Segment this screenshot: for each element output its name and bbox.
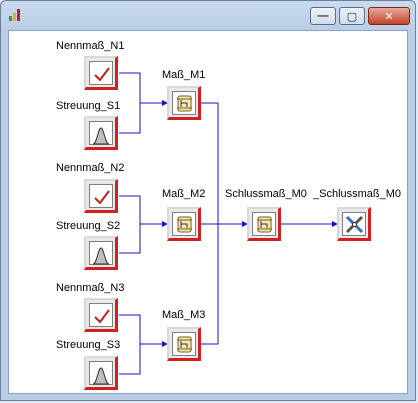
output-schlussmass-m0-node[interactable]: [337, 207, 371, 241]
formula-scroll-icon: [177, 95, 192, 112]
distribution-icon: [92, 247, 110, 265]
streuung-s3-node[interactable]: [84, 356, 118, 390]
node-label-output-schlussmass-m0: _Schlussmaß_M0: [313, 188, 402, 200]
check-icon: [94, 190, 110, 205]
check-icon: [94, 309, 110, 324]
formula-scroll-icon: [257, 216, 272, 233]
check-icon: [94, 67, 110, 82]
app-icon: [9, 9, 23, 21]
maximize-icon: ▢: [346, 10, 358, 23]
nennmass-n3-node[interactable]: [84, 298, 118, 332]
title-bar: — ▢ ✕: [1, 1, 415, 31]
distribution-icon: [92, 127, 110, 145]
diagram-canvas[interactable]: Nennmaß_N1 Streuung_S1 Maß_M1 Nennmaß_N2…: [8, 30, 408, 394]
streuung-s2-node[interactable]: [84, 236, 118, 270]
node-label-mass-m3: Maß_M3: [162, 309, 206, 321]
node-label-mass-m2: Maß_M2: [162, 188, 206, 200]
node-label-streuung-s1: Streuung_S1: [56, 100, 121, 112]
mass-m3-node[interactable]: [167, 327, 201, 361]
maximize-button[interactable]: ▢: [339, 7, 365, 25]
minimize-icon: —: [317, 10, 329, 22]
distribution-icon: [92, 367, 110, 385]
close-button[interactable]: ✕: [368, 7, 410, 25]
node-label-nennmass-n1: Nennmaß_N1: [56, 40, 125, 52]
formula-scroll-icon: [177, 336, 192, 353]
streuung-s1-node[interactable]: [84, 116, 118, 150]
node-label-nennmass-n2: Nennmaß_N2: [56, 162, 125, 174]
nennmass-n2-node[interactable]: [84, 179, 118, 213]
formula-scroll-icon: [177, 216, 192, 233]
schlussmass-m0-node[interactable]: [247, 207, 281, 241]
node-label-nennmass-n3: Nennmaß_N3: [56, 282, 125, 294]
output-tools-icon: [345, 215, 364, 234]
close-icon: ✕: [384, 10, 394, 23]
nennmass-n1-node[interactable]: [84, 56, 118, 90]
node-label-streuung-s3: Streuung_S3: [56, 339, 121, 351]
mass-m1-node[interactable]: [167, 86, 201, 120]
node-label-schlussmass-m0: Schlussmaß_M0: [225, 188, 307, 200]
node-label-streuung-s2: Streuung_S2: [56, 220, 121, 232]
minimize-button[interactable]: —: [310, 7, 336, 25]
connection-lines: [119, 72, 338, 375]
mass-m2-node[interactable]: [167, 207, 201, 241]
node-label-mass-m1: Maß_M1: [162, 69, 206, 81]
